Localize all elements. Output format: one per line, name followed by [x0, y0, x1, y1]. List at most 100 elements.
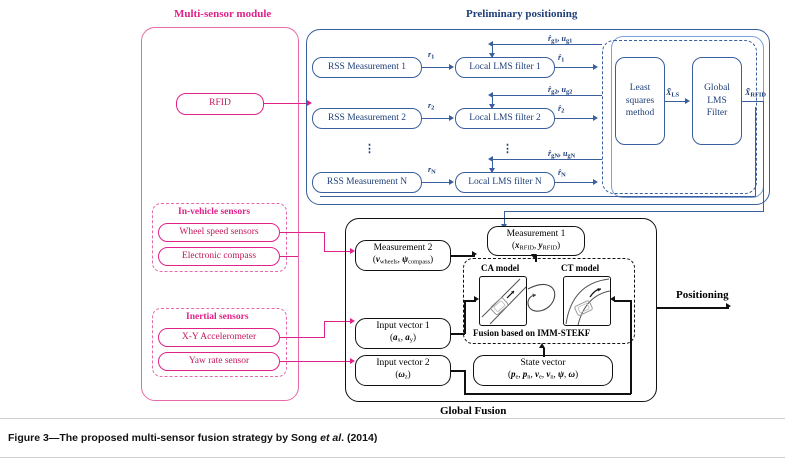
- least-squares-dashed-group: [602, 40, 757, 194]
- measurement-2-line1: Measurement 2: [373, 243, 433, 254]
- signal-rhatn: r̂N: [558, 168, 566, 179]
- least-squares-method[interactable]: Least squares method: [615, 57, 665, 145]
- input-vector-2[interactable]: Input vector 2 (ωz): [355, 355, 451, 386]
- caption-prefix: Figure 3—: [8, 432, 60, 444]
- arrow-feedback-drop-n: [489, 168, 495, 173]
- signal-rhat2: r̂2: [558, 104, 565, 115]
- connector-yaw-h: [280, 361, 352, 363]
- signal-rhat1: r̂1: [558, 53, 565, 64]
- model-interaction-loop: [527, 284, 556, 312]
- fusion-method-label: Fusion based on IMM-STEKF: [473, 328, 591, 338]
- arrow-feedback-n: [488, 156, 493, 162]
- arrow-state-fusion: [539, 343, 545, 348]
- arrow-filtern-out: [593, 179, 598, 185]
- feedback-return-h: [320, 196, 755, 198]
- arrow-input-vector2: [350, 358, 355, 364]
- sensor-accelerometer[interactable]: X-Y Accelerometer: [158, 328, 280, 347]
- positioning-output-label: Positioning: [676, 289, 729, 301]
- connector-iv1-h1: [451, 333, 465, 335]
- rss-measurement-2[interactable]: RSS Measurement 2: [312, 108, 422, 129]
- input-vector-2-line2: (ωz): [395, 369, 411, 381]
- input-vector-1-line2: (ax, ay): [390, 332, 416, 344]
- connector-accel-h2: [324, 321, 352, 323]
- arrow-feedback-drop-1: [489, 53, 495, 58]
- global-lms-filter[interactable]: Global LMS Filter: [692, 57, 742, 145]
- connector-wheel-speed-h1: [280, 232, 325, 234]
- connector-m1-fusion: [535, 256, 537, 262]
- connector-rfid-to-preliminary: [264, 103, 309, 105]
- caption-italic: et al: [320, 432, 342, 444]
- right-return-h: [614, 300, 632, 302]
- measurement-2[interactable]: Measurement 2 (vwheels, ψcompass): [355, 240, 451, 271]
- arrow-return-ct: [610, 296, 615, 302]
- connector-glms-to-measurement1: [504, 211, 764, 213]
- right-return-v: [630, 300, 632, 394]
- connector-m2-fusion: [451, 255, 475, 257]
- measurement-1[interactable]: Measurement 1 (xRFID, yRFID): [487, 226, 585, 256]
- arrow-ls-to-glms: [685, 98, 690, 104]
- preliminary-positioning-title: Preliminary positioning: [466, 8, 578, 20]
- local-lms-filter-2[interactable]: Local LMS filter 2: [455, 108, 555, 129]
- arrow-iv1-ca: [474, 296, 479, 302]
- connector-rss1-filter1: [422, 67, 450, 69]
- in-vehicle-sensors-group: [152, 203, 287, 272]
- sensor-rfid[interactable]: RFID: [176, 93, 264, 115]
- multi-sensor-module-title: Multi-sensor module: [174, 8, 272, 20]
- signal-rg1-ug1: r̂g1, ug1: [548, 34, 573, 45]
- ca-model-illustration: [479, 276, 527, 326]
- input-vector-1[interactable]: Input vector 1 (ax, ay): [355, 318, 451, 349]
- state-vector-line2: (pe, pn, ve, vn, ψ, ω): [507, 369, 579, 381]
- sensor-electronic-compass[interactable]: Electronic compass: [158, 247, 280, 266]
- inertial-sensors-group: [152, 308, 287, 377]
- connector-accel-h1: [280, 337, 325, 339]
- measurement-1-line2: (xRFID, yRFID): [511, 239, 561, 252]
- connector-rssn-filtern: [422, 182, 450, 184]
- preliminary-positioning-container: [306, 29, 770, 205]
- rss-measurement-n[interactable]: RSS Measurement N: [312, 172, 422, 193]
- arrow-feedback-2: [488, 92, 493, 98]
- local-lms-filter-1[interactable]: Local LMS filter 1: [455, 57, 555, 78]
- local-lms-filter-2-label: Local LMS filter 2: [469, 112, 541, 123]
- signal-r2: r2: [428, 101, 435, 112]
- least-squares-line3: method: [625, 108, 655, 119]
- connector-glms-out: [742, 101, 764, 103]
- arrow-filter1-out: [593, 64, 598, 70]
- measurement-1-line1: Measurement 1: [506, 228, 566, 239]
- signal-rn: rN: [428, 165, 436, 176]
- connector-iv2-v: [464, 370, 466, 395]
- connector-glms-down: [763, 101, 765, 212]
- sensor-rfid-label: RFID: [209, 98, 231, 109]
- arrow-measurement2: [350, 248, 355, 254]
- feedback-line-2: [492, 95, 602, 97]
- local-lms-filter-n[interactable]: Local LMS filter N: [455, 172, 555, 193]
- connector-state-fusion: [543, 348, 545, 357]
- imm-stekf-fusion-group: [463, 258, 635, 344]
- feedback-line-1: [492, 44, 602, 46]
- signal-r1: r1: [428, 50, 435, 61]
- sensor-yaw-rate[interactable]: Yaw rate sensor: [158, 352, 280, 371]
- connector-rss2-filter2: [422, 118, 450, 120]
- state-vector-line1: State vector: [520, 358, 566, 369]
- arrow-m1-fusion: [531, 254, 537, 259]
- caption-text: The proposed multi-sensor fusion strateg…: [59, 432, 321, 444]
- arrow-rss2-filter2: [449, 115, 454, 121]
- filter-ellipsis: ⋮: [502, 143, 513, 155]
- rss-measurement-1[interactable]: RSS Measurement 1: [312, 57, 422, 78]
- arrow-filter2-out: [593, 115, 598, 121]
- arrow-input-vector1: [350, 318, 355, 324]
- arrow-feedback-1: [488, 41, 493, 47]
- arrow-rfid: [307, 100, 312, 106]
- signal-rgn-ugn: r̂gN, ugN: [548, 149, 576, 160]
- caption-rule-top: [0, 418, 785, 419]
- feedback-line-n: [492, 159, 602, 161]
- connector-wheel-speed-v: [324, 232, 326, 252]
- feedback-return-v: [755, 107, 757, 197]
- ct-model-illustration: [563, 276, 611, 326]
- rss-measurement-2-label: RSS Measurement 2: [327, 112, 407, 123]
- connector-filtern-out: [555, 182, 595, 184]
- sensor-wheel-speed[interactable]: Wheel speed sensors: [158, 223, 280, 242]
- sensor-yaw-rate-label: Yaw rate sensor: [188, 355, 250, 366]
- feedback-drop-2: [492, 95, 494, 108]
- state-vector[interactable]: State vector (pe, pn, ve, vn, ψ, ω): [473, 355, 613, 386]
